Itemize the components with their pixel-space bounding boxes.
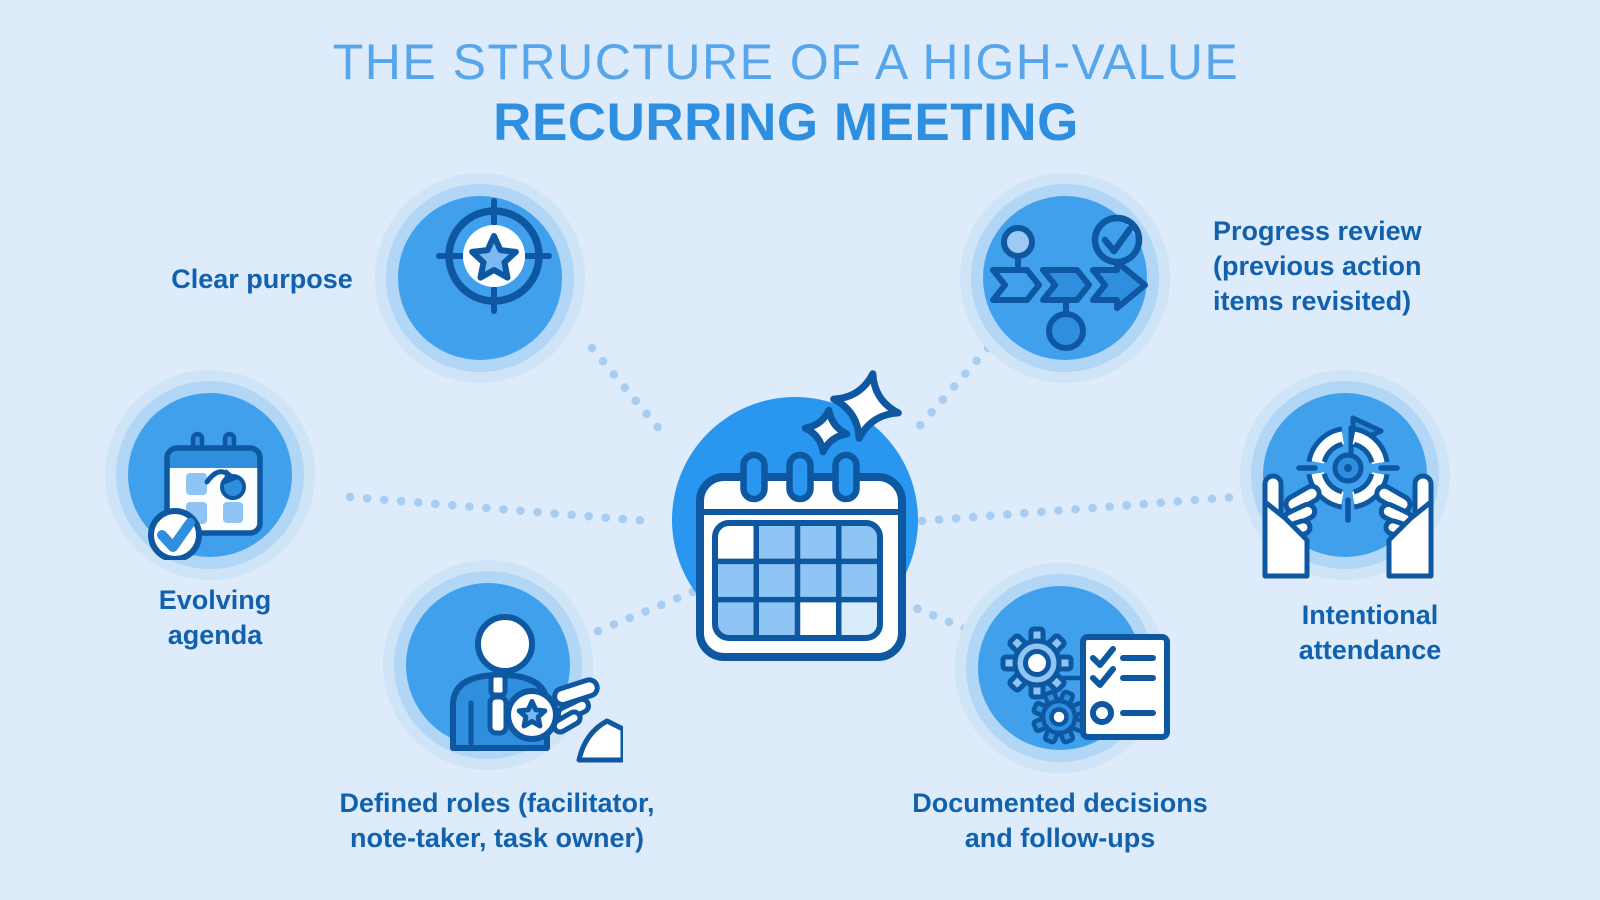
tie [487,672,509,736]
gear-large [1000,626,1074,700]
label-documented-decisions: Documented decisions and follow-ups [912,788,1208,854]
label-clear-purpose: Clear purpose [171,264,353,294]
connector-left [345,492,653,526]
label-evolving-agenda: Evolving agenda [158,585,272,651]
target-ring [1296,426,1400,523]
gears-checklist-icon [1000,626,1170,745]
calendar-grid-lines [715,523,880,638]
label-intentional-attendance: Intentional attendance [1298,600,1442,666]
left-hand [1262,473,1322,579]
calendar-sparkle-icon [672,370,918,661]
page-title-line2: RECURRING MEETING [493,93,1079,152]
gear-small [1031,689,1087,745]
central-hub [650,360,930,670]
milestone-timeline-icon [990,214,1148,351]
connector-bottom-left [593,584,705,636]
node-intentional-attendance [1240,370,1450,580]
node-clear-purpose [375,173,585,383]
page-title-line1: THE STRUCTURE OF A HIGH-VALUE [332,34,1240,90]
node-progress-review [960,173,1170,383]
label-progress-review: Progress review (previous action items r… [1213,216,1422,317]
label-defined-roles: Defined roles (facilitator, note-taker, … [339,788,655,854]
target-star-icon [436,198,552,314]
hands-holding-target-icon [1262,415,1434,579]
connector-right [917,492,1241,526]
node-documented-decisions [955,563,1170,773]
node-defined-roles [383,560,623,770]
right-hand [1374,473,1434,579]
calendar-refresh-check-icon [148,431,263,560]
person-star-badge-icon [450,614,623,763]
sparkle-icon [801,370,902,456]
calendar-body [696,451,906,661]
thumb [552,677,600,708]
connector-top-left [587,343,665,435]
connector-top-right [911,343,993,435]
node-evolving-agenda [105,370,315,580]
checklist-rows [1090,646,1156,725]
calendar-binder-rings [740,451,860,503]
